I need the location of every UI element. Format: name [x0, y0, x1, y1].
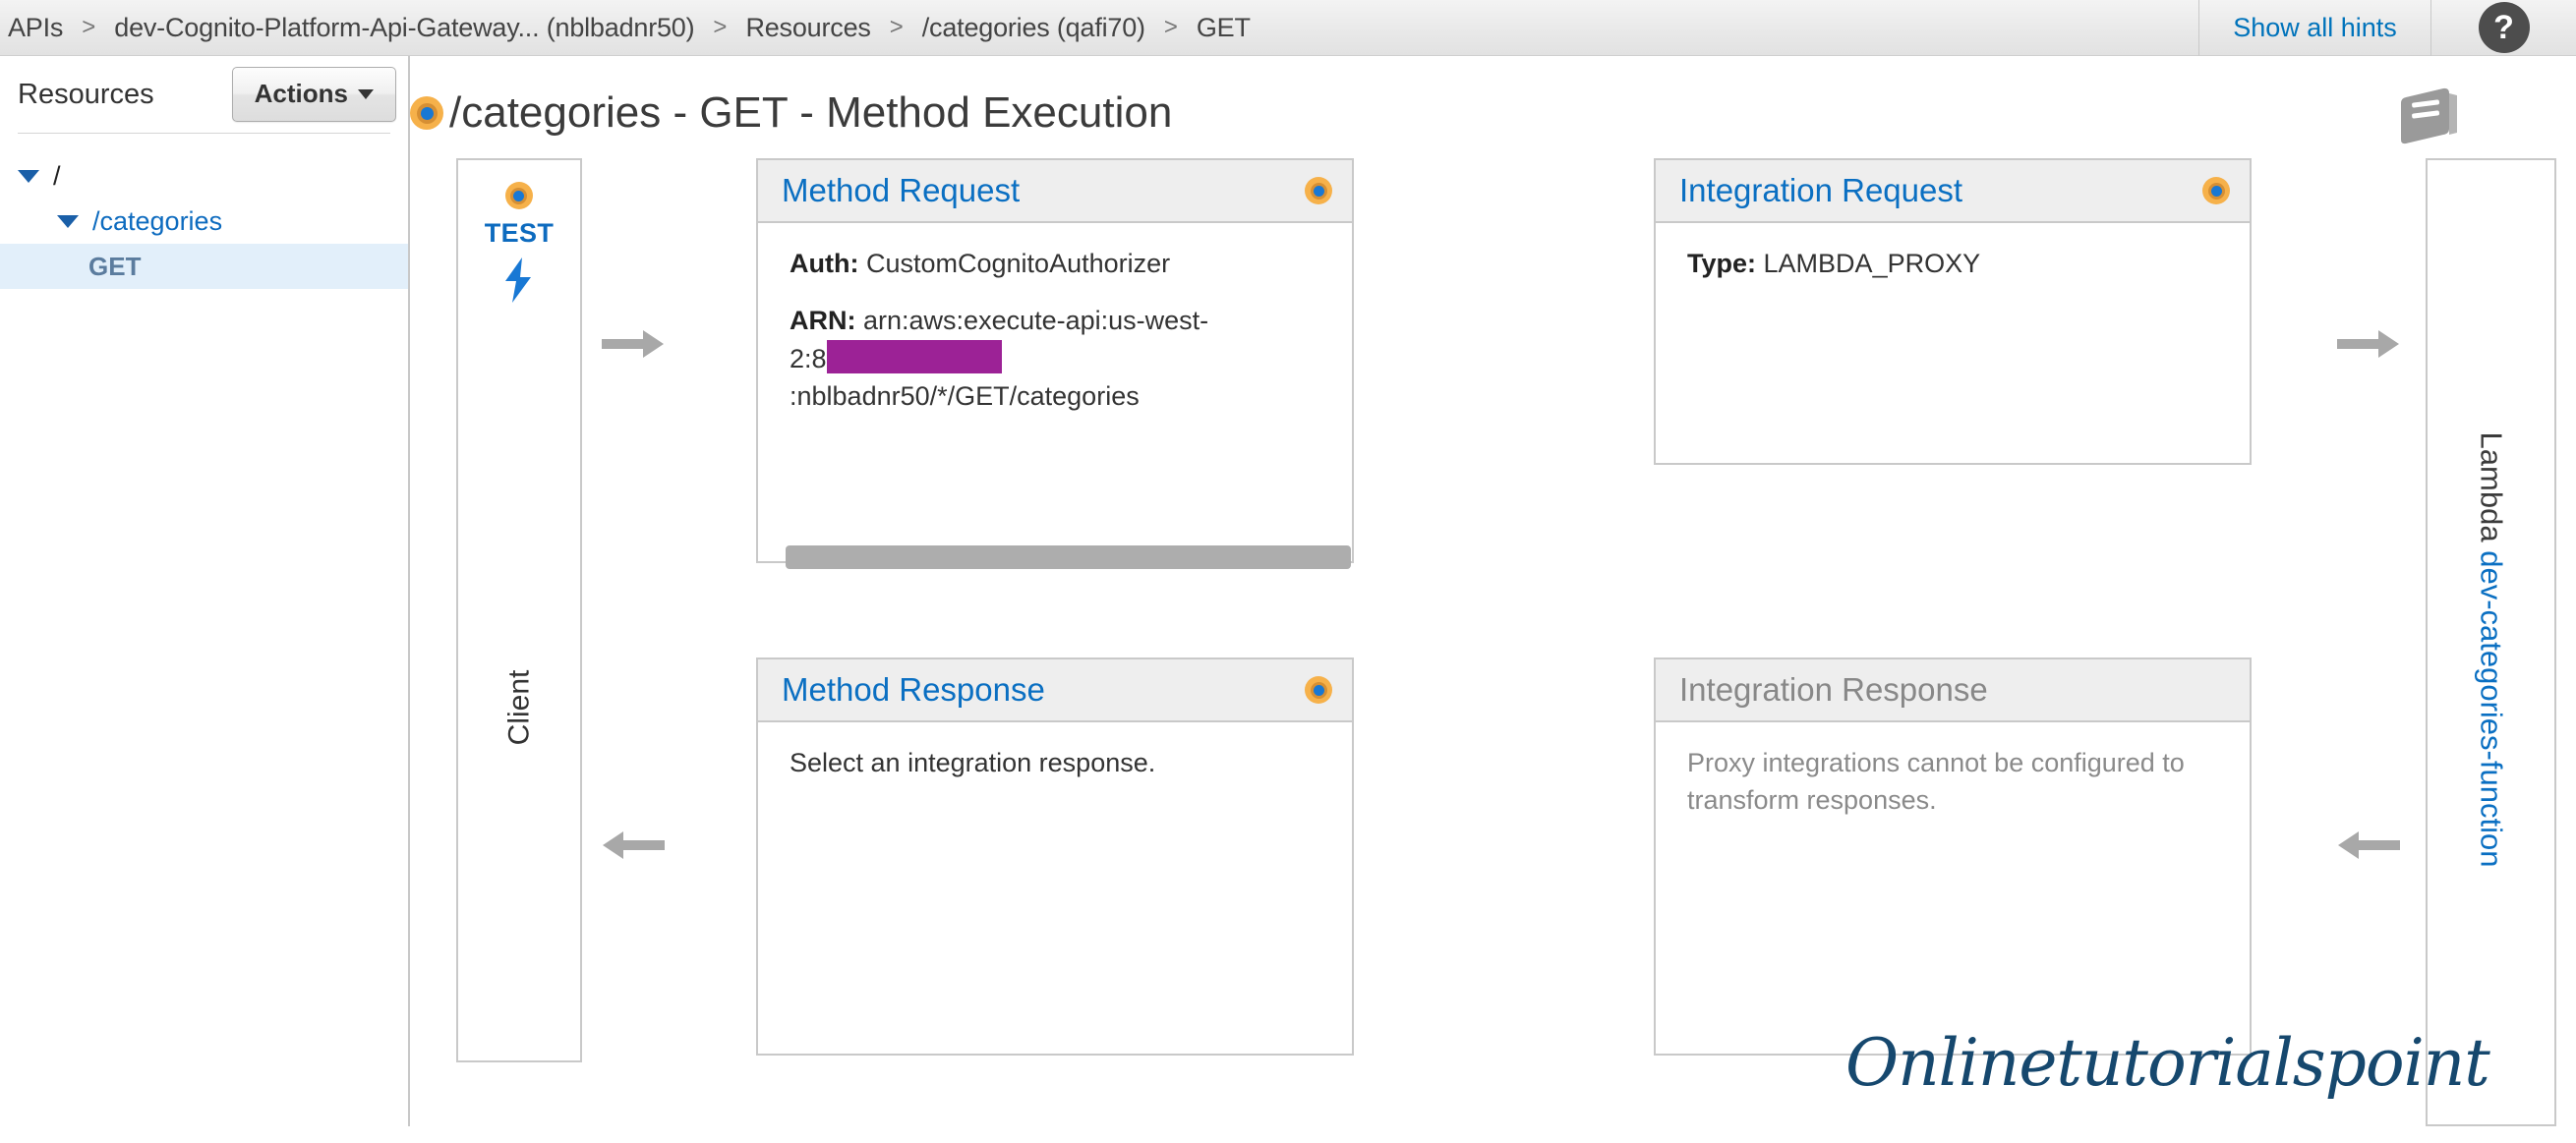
method-request-body: Auth: CustomCognitoAuthorizer ARN: arn:a… — [758, 223, 1352, 583]
arrow-lambda-to-integration-response — [2338, 831, 2400, 859]
actions-button-label: Actions — [254, 79, 348, 108]
breadcrumb-separator: > — [1163, 14, 1178, 40]
breadcrumb-separator: > — [713, 14, 728, 40]
client-column-label: Client — [501, 669, 535, 746]
top-breadcrumb-bar: APIs > dev-Cognito-Platform-Api-Gateway.… — [0, 0, 2576, 56]
client-column: TEST Client — [456, 158, 582, 1062]
tree-item-categories[interactable]: /categories — [0, 199, 408, 244]
method-request-auth-row: Auth: CustomCognitoAuthorizer — [790, 245, 1328, 282]
integration-response-body: Proxy integrations cannot be configured … — [1656, 722, 2250, 1075]
resources-sidebar: Resources Actions / /categories GET — [0, 56, 408, 1126]
topbar-divider — [2430, 0, 2431, 56]
method-request-arn-row: ARN: arn:aws:execute-api:us-west- 2:8 :nb… — [790, 302, 1328, 415]
resource-tree: / /categories GET — [0, 134, 408, 289]
breadcrumb-item-api[interactable]: dev-Cognito-Platform-Api-Gateway... (nbl… — [114, 12, 695, 42]
hint-status-dot-icon[interactable] — [1305, 676, 1332, 704]
method-response-body: Select an integration response. — [758, 722, 1352, 1075]
breadcrumb-item-categories[interactable]: /categories (qafi70) — [921, 12, 1145, 42]
method-request-arn-line1: arn:aws:execute-api:us-west- — [863, 306, 1209, 336]
lightning-bolt-icon — [504, 257, 531, 303]
lambda-column: Lambda dev-categories-function — [2426, 158, 2556, 1126]
integration-response-title: Integration Response — [1679, 671, 1988, 708]
hint-status-dot-icon[interactable] — [1305, 177, 1332, 204]
sidebar-divider — [18, 133, 390, 134]
show-all-hints-link[interactable]: Show all hints — [2233, 12, 2397, 42]
integration-request-title[interactable]: Integration Request — [1679, 172, 1963, 208]
breadcrumb-item-apis[interactable]: APIs — [8, 12, 64, 42]
page-title-row: /categories - GET - Method Execution — [410, 78, 2576, 148]
integration-response-text: Proxy integrations cannot be configured … — [1687, 748, 2185, 816]
method-response-title[interactable]: Method Response — [782, 671, 1045, 708]
show-all-hints-cell: Show all hints — [2199, 0, 2430, 56]
tree-item-categories-label: /categories — [92, 205, 223, 236]
test-label: TEST — [484, 218, 555, 248]
breadcrumb-item-resources[interactable]: Resources — [745, 12, 871, 42]
test-button[interactable]: TEST — [485, 182, 555, 303]
method-request-title[interactable]: Method Request — [782, 172, 1021, 208]
method-request-horizontal-scrollbar[interactable] — [786, 545, 1351, 569]
method-request-arn-key: ARN: — [790, 306, 856, 336]
integration-request-type-row: Type: LAMBDA_PROXY — [1687, 245, 2226, 282]
method-response-panel[interactable]: Method Response Select an integration re… — [756, 657, 1354, 1056]
method-execution-panel: /categories - GET - Method Execution TES… — [410, 56, 2576, 1126]
method-request-arn-suffix: :nblbadnr50/*/GET/categories — [790, 380, 1140, 411]
method-response-text: Select an integration response. — [790, 748, 1156, 777]
arrow-client-to-method-request — [602, 330, 664, 358]
breadcrumb-item-get[interactable]: GET — [1196, 12, 1251, 42]
arrow-integration-request-to-lambda — [2337, 330, 2399, 358]
integration-request-type-value: LAMBDA_PROXY — [1763, 249, 1981, 278]
method-request-panel[interactable]: Method Request Auth: CustomCognitoAuthor… — [756, 158, 1354, 569]
method-response-header: Method Response — [758, 659, 1352, 722]
breadcrumb: APIs > dev-Cognito-Platform-Api-Gateway.… — [0, 13, 2198, 43]
integration-request-panel[interactable]: Integration Request Type: LAMBDA_PROXY — [1654, 158, 2252, 465]
sidebar-header: Resources Actions — [0, 56, 408, 133]
breadcrumb-separator: > — [889, 14, 904, 40]
tree-item-root-label: / — [53, 160, 61, 191]
documentation-book-icon[interactable] — [2398, 86, 2463, 146]
lambda-prefix-label: Lambda — [2474, 431, 2509, 543]
breadcrumb-separator: > — [82, 14, 96, 40]
method-request-auth-key: Auth: — [790, 249, 859, 278]
method-request-header: Method Request — [758, 160, 1352, 223]
actions-button[interactable]: Actions — [231, 67, 396, 122]
sidebar-main-divider[interactable] — [408, 56, 410, 1126]
caret-down-icon[interactable] — [57, 214, 79, 228]
hint-status-dot-icon[interactable] — [504, 182, 533, 209]
method-request-auth-value: CustomCognitoAuthorizer — [865, 249, 1171, 278]
arrow-method-response-to-client — [603, 831, 665, 859]
lambda-function-link[interactable]: dev-categories-function — [2474, 550, 2509, 868]
sidebar-title: Resources — [18, 78, 154, 110]
chevron-down-icon — [358, 88, 374, 99]
page-title-status-dot-wrap — [410, 96, 443, 130]
lambda-column-label: Lambda dev-categories-function — [2474, 432, 2509, 868]
integration-request-body: Type: LAMBDA_PROXY — [1656, 223, 2250, 485]
topbar-divider — [2198, 0, 2199, 56]
tree-item-get-method[interactable]: GET — [0, 244, 408, 289]
integration-request-type-key: Type: — [1687, 249, 1757, 278]
hint-status-dot-icon[interactable] — [2202, 177, 2230, 204]
help-cell: ? — [2431, 0, 2576, 56]
integration-response-header: Integration Response — [1656, 659, 2250, 722]
question-mark-icon[interactable]: ? — [2478, 2, 2530, 53]
caret-down-icon[interactable] — [18, 169, 39, 183]
tree-item-root[interactable]: / — [0, 153, 408, 199]
method-execution-diagram: TEST Client Method — [410, 150, 2576, 1126]
method-request-arn-prefix: 2:8 — [790, 343, 827, 373]
integration-response-panel: Integration Response Proxy integrations … — [1654, 657, 2252, 1056]
redacted-account-id — [826, 339, 1002, 373]
page-title: /categories - GET - Method Execution — [449, 88, 1173, 137]
hint-status-dot-icon[interactable] — [410, 96, 443, 130]
tree-item-get-method-label: GET — [88, 251, 142, 281]
integration-request-header: Integration Request — [1656, 160, 2250, 223]
